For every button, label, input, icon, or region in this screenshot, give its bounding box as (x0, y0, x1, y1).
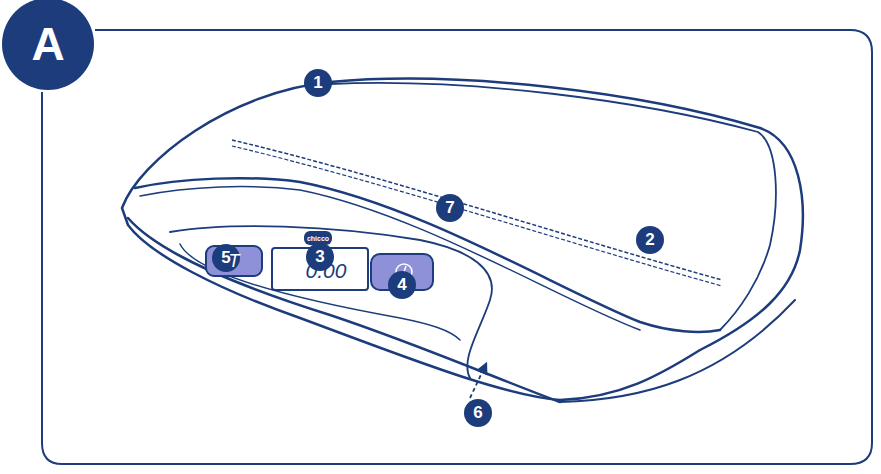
callout-text: 6 (473, 403, 482, 423)
lcd-display (272, 248, 368, 290)
logo-text: chicco (307, 235, 329, 242)
panel-letter: A (31, 17, 64, 71)
base-edge (560, 300, 795, 402)
base-edge (128, 218, 560, 402)
dashed-seam (232, 140, 722, 280)
scale-body (122, 79, 803, 400)
callout-text: 2 (645, 230, 654, 250)
callout-number: 1 (304, 69, 332, 97)
panel-frame (42, 30, 872, 464)
callout-text: 7 (445, 198, 454, 218)
callout-text: 4 (397, 275, 406, 295)
panel-recess (170, 226, 492, 378)
callout-number: 7 (436, 194, 464, 222)
callout-number: 4 (388, 271, 416, 299)
callout-number: 6 (464, 399, 492, 427)
callout-text: 1 (313, 73, 322, 93)
callout-number: 2 (636, 226, 664, 254)
panel-badge: A (2, 0, 94, 90)
display-reading: 0.00 (306, 260, 347, 281)
button-letter: T (229, 252, 240, 270)
tray-rim (135, 178, 720, 332)
tray-inner (330, 83, 776, 330)
leader-arrow (470, 364, 486, 398)
tray-rim (140, 187, 640, 330)
panel-recess (180, 244, 460, 340)
